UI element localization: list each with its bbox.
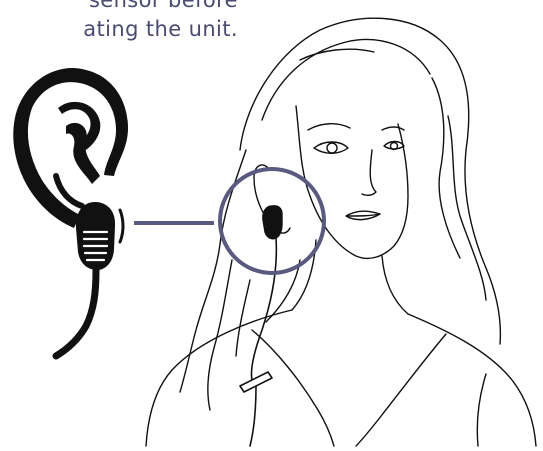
sensor-side-mark bbox=[120, 210, 123, 242]
pupil-left bbox=[327, 143, 337, 153]
nose bbox=[362, 150, 376, 195]
neck-right bbox=[382, 256, 408, 314]
worn-cable-lower bbox=[250, 386, 256, 446]
sensor-cable bbox=[56, 270, 96, 356]
brow-right bbox=[382, 127, 404, 130]
mouth-line bbox=[348, 214, 380, 216]
hair-strand-3 bbox=[432, 78, 460, 258]
shoulder-right bbox=[408, 314, 536, 446]
worn-cable bbox=[251, 238, 276, 380]
woman-illustration bbox=[146, 18, 536, 446]
brow-left bbox=[308, 124, 350, 130]
worn-sensor bbox=[263, 206, 282, 239]
garment-fold bbox=[477, 374, 486, 446]
hair-strand-2 bbox=[300, 49, 374, 60]
hair-strand-7 bbox=[236, 280, 250, 356]
ear-sensor-icon bbox=[13, 68, 128, 356]
collar-right bbox=[356, 334, 446, 446]
collar-left bbox=[252, 330, 334, 446]
face-outline bbox=[296, 106, 408, 258]
hair-strand-1 bbox=[262, 40, 430, 120]
ear-outer-helix bbox=[13, 68, 128, 228]
